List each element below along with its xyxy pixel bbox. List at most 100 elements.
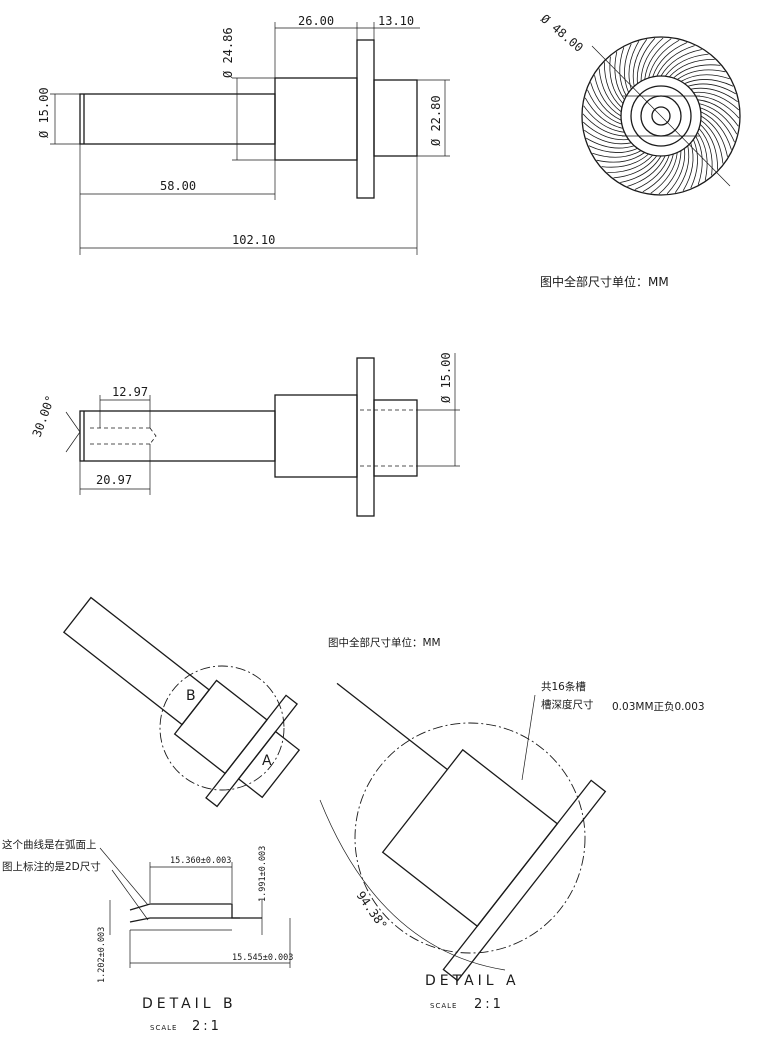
disc-spoke: [700, 119, 724, 164]
disc-spoke: [594, 75, 622, 117]
disc-spoke: [587, 89, 623, 125]
disc-spoke: [660, 49, 702, 77]
label-b: B: [186, 688, 200, 704]
outer-disc: [581, 36, 741, 196]
dim-d2280: Ø 22.80: [429, 95, 443, 146]
disc-spoke: [656, 45, 695, 77]
label-a: A: [262, 753, 276, 769]
dim-d2486: Ø 24.86: [221, 27, 235, 78]
end-view: Ø 48.00 图中全部尺寸单位：MM: [538, 12, 741, 289]
disc-spoke: [690, 139, 698, 189]
disc-spoke: [640, 37, 664, 82]
dim-15545: 15.545±0.003: [232, 953, 293, 963]
groove-note-1: 共16条槽: [541, 680, 586, 693]
detail-a: 94.38° 共16条槽 槽深度尺寸 0.03MM正负0.003 DETAIL …: [319, 680, 705, 1012]
grooved-cylinder: [381, 748, 559, 928]
disc-spoke: [687, 83, 737, 95]
disc-spoke: [644, 38, 672, 80]
detail-b: 这个曲线是在弧面上 图上标注的是2D尺寸 15.360±0.003 1.991±…: [2, 838, 293, 1034]
disc-spoke: [584, 97, 624, 129]
unit-note-iso: 图中全部尺寸单位：MM: [328, 636, 441, 649]
right-boss: [373, 79, 418, 157]
disc-spoke: [698, 128, 713, 176]
disc-spoke: [624, 43, 632, 93]
disc-spoke: [609, 56, 624, 104]
disc-spoke: [684, 79, 734, 87]
flange: [356, 39, 375, 199]
groove-note-2: 槽深度尺寸: [541, 698, 594, 711]
detail-b-note-2: 图上标注的是2D尺寸: [2, 860, 101, 873]
dim-d15: Ø 15.00: [37, 87, 51, 138]
angle-9438: 94.38°: [354, 889, 390, 933]
disc-spoke: [583, 105, 625, 133]
disc-spoke: [700, 111, 732, 150]
detail-b-scale-value: 2:1: [192, 1019, 222, 1034]
iso-view: 图中全部尺寸单位：MM B A: [62, 596, 441, 808]
detail-b-scale-label: SCALE: [150, 1024, 177, 1032]
dim-l2097: 20.97: [96, 473, 132, 487]
iso-shaft: [62, 596, 211, 726]
unit-note-top: 图中全部尺寸单位：MM: [540, 274, 669, 289]
disc-spoke: [677, 69, 726, 80]
disc-spoke: [592, 150, 642, 158]
disc-spoke: [627, 155, 666, 187]
disc-spoke: [596, 152, 645, 163]
disc-spoke: [658, 150, 682, 195]
dim-l1297: 12.97: [112, 385, 148, 399]
disc-spoke: [598, 68, 622, 113]
dim-l10210: 102.10: [232, 233, 275, 247]
detail-b-note-1: 这个曲线是在弧面上: [2, 838, 97, 851]
disc-spoke: [582, 121, 629, 141]
disc-spoke: [601, 153, 649, 168]
detail-b-title: DETAIL B: [142, 996, 237, 1012]
disc-spoke: [693, 91, 740, 111]
shaft-body: [79, 93, 276, 145]
disc-spoke: [582, 113, 627, 137]
detail-b-callout: [159, 665, 285, 791]
disc-spoke: [664, 53, 709, 77]
disc-spoke: [650, 152, 678, 194]
disc-spoke: [669, 58, 715, 78]
dim-1202: 1.202±0.003: [97, 927, 107, 983]
dim-l310: 13.10: [378, 14, 414, 28]
disc-spoke: [697, 99, 739, 127]
dim-1991: 1.991±0.003: [258, 846, 268, 902]
detail-a-scale-label: SCALE: [430, 1002, 457, 1010]
disc-spoke: [680, 74, 730, 82]
detail-a-scale-value: 2:1: [474, 997, 504, 1012]
disc-spoke: [585, 137, 635, 149]
disc-spoke: [652, 42, 688, 78]
disc-spoke: [620, 155, 662, 183]
disc-spoke: [698, 103, 738, 135]
dim-a3000: 30.00°: [30, 393, 58, 439]
disc-spoke: [619, 47, 627, 97]
disc-spoke: [666, 148, 686, 195]
top-view: Ø 15.00 Ø 24.86 26.00 13.10 Ø 22.80 58.0…: [37, 14, 450, 255]
detail-a-title: DETAIL A: [425, 973, 520, 989]
dim-l5800: 58.00: [160, 179, 196, 193]
disc-spoke: [673, 64, 721, 79]
disc-spoke: [690, 87, 738, 103]
disc-spoke: [634, 154, 670, 190]
dim-d4800: Ø 48.00: [538, 12, 586, 55]
disc-spoke: [699, 124, 719, 170]
knurled-section: [274, 77, 358, 161]
disc-spoke: [636, 37, 656, 84]
disc-spoke: [607, 154, 653, 174]
disc-spoke: [590, 82, 622, 121]
disc-spoke: [642, 153, 674, 193]
groove-tolerance: 0.03MM正负0.003: [612, 700, 705, 713]
dim-l2600: 26.00: [298, 14, 334, 28]
disc-spoke: [695, 95, 740, 119]
disc-spoke: [700, 115, 728, 157]
disc-spoke: [695, 135, 703, 185]
crosshatch-section: [274, 394, 358, 478]
disc-spoke: [613, 155, 658, 179]
disc-spoke: [603, 62, 623, 108]
dim-d1500: Ø 15.00: [439, 352, 453, 403]
disc-spoke: [699, 107, 735, 143]
disc-spoke: [674, 145, 690, 193]
dim-15360: 15.360±0.003: [170, 856, 231, 866]
disc-spoke: [584, 129, 632, 145]
